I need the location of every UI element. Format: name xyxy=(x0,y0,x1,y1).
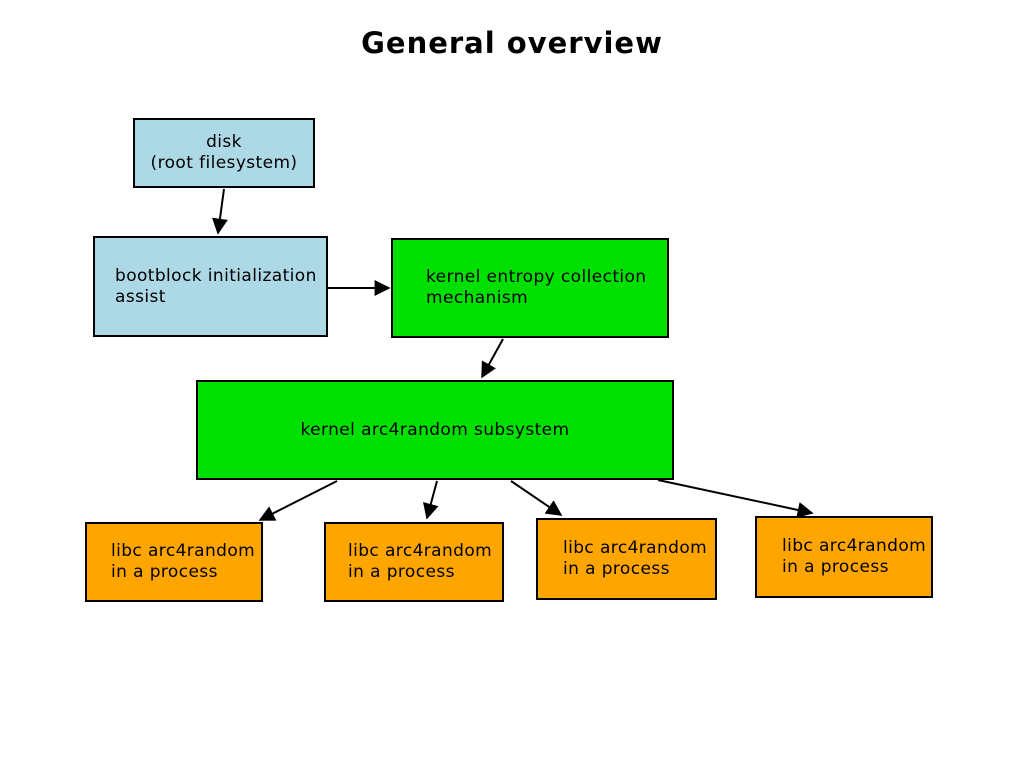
node-proc2-label-line: libc arc4random xyxy=(348,541,493,561)
node-libc-arc4random-process-4: libc arc4random in a process xyxy=(755,516,933,598)
node-libc-arc4random-process-2: libc arc4random in a process xyxy=(324,522,504,602)
edge-disk-to-bootblock-arrow xyxy=(212,188,228,235)
node-entropy-label-line: mechanism xyxy=(426,288,529,308)
node-libc-arc4random-process-1: libc arc4random in a process xyxy=(85,522,263,602)
node-disk-label-line: (root filesystem) xyxy=(150,153,298,173)
node-entropy-label-line: kernel entropy collection xyxy=(426,267,647,287)
node-libc-arc4random-process-3: libc arc4random in a process xyxy=(536,518,717,600)
node-bootblock-label-line: assist xyxy=(115,286,166,307)
edge-arc4random-to-proc1-arrow xyxy=(258,480,338,521)
node-proc3-label-line: in a process xyxy=(563,559,670,579)
node-proc4-label-line: libc arc4random xyxy=(782,536,927,556)
edge-arc4random-to-proc3-arrow xyxy=(510,480,563,516)
edge-entropy-to-arc4random-arrow xyxy=(481,338,504,379)
node-kernel-arc4random-subsystem: kernel arc4random subsystem xyxy=(196,380,674,480)
node-disk: disk (root filesystem) xyxy=(133,118,315,188)
node-proc4-label-line: in a process xyxy=(782,557,889,577)
edge-arc4random-to-proc2-arrow xyxy=(423,480,439,520)
node-arc4random-label-line: kernel arc4random subsystem xyxy=(300,419,570,440)
node-proc2-label-line: in a process xyxy=(348,562,455,582)
node-proc3-label-line: libc arc4random xyxy=(563,538,708,558)
edge-arc4random-to-proc4-arrow xyxy=(657,479,814,518)
node-disk-label-line: disk xyxy=(206,132,242,152)
node-bootblock-label-line: bootblock initialization xyxy=(115,265,317,286)
node-proc1-label-line: libc arc4random xyxy=(111,541,256,561)
node-bootblock-initialization-assist: bootblock initialization assist xyxy=(93,236,328,337)
node-kernel-entropy-collection: kernel entropy collection mechanism xyxy=(391,238,669,338)
node-proc1-label-line: in a process xyxy=(111,562,218,582)
diagram-title: General overview xyxy=(361,26,663,60)
